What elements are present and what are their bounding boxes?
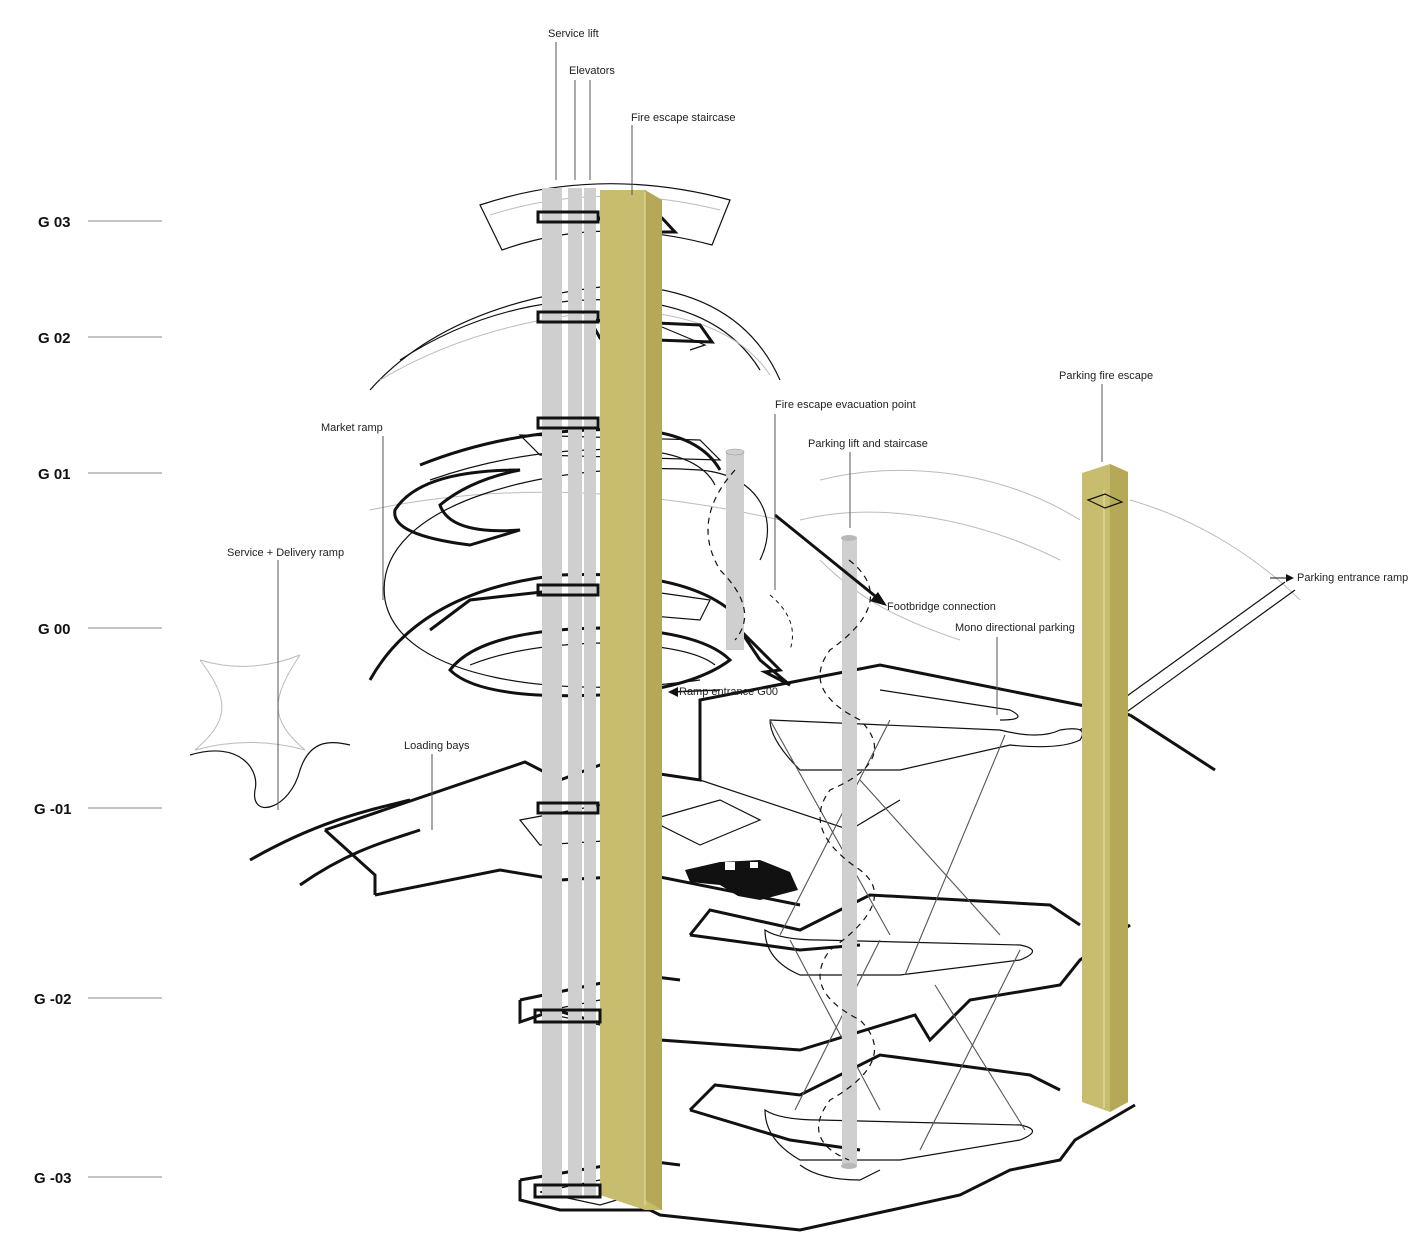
vertical-cores — [542, 188, 1128, 1210]
flow-arrows — [668, 513, 1294, 697]
parking-lift-staircase-column — [842, 538, 857, 1166]
level-label-g01: G 01 — [38, 466, 71, 483]
parking-ramp-bracing — [769, 719, 1026, 1151]
level-label-g00: G 00 — [38, 621, 71, 638]
callout-elevators: Elevators — [569, 65, 615, 77]
level-label-g-02: G -02 — [34, 991, 72, 1008]
callout-ramp-entrance-g00: Ramp entrance G00 — [679, 686, 778, 698]
parking-spiral-dashes — [707, 469, 876, 1161]
level-label-g03: G 03 — [38, 214, 71, 231]
callout-service-delivery-ramp: Service + Delivery ramp — [227, 547, 344, 559]
level-labels: G 03 G 02 G 01 G 00 G -01 G -02 G -03 — [34, 214, 162, 1187]
callout-leaders — [277, 42, 1103, 830]
callout-loading-bays: Loading bays — [404, 740, 470, 752]
service-lift-core — [542, 188, 562, 1198]
callout-parking-fire-escape: Parking fire escape — [1059, 370, 1153, 382]
core-floor-marks — [533, 210, 602, 1199]
callout-market-ramp: Market ramp — [321, 422, 383, 434]
level-label-g02: G 02 — [38, 330, 71, 347]
callout-service-lift: Service lift — [548, 28, 599, 40]
callout-footbridge-connection: Footbridge connection — [887, 601, 996, 613]
level-label-g-03: G -03 — [34, 1170, 72, 1187]
elevator-core-1 — [568, 188, 582, 1198]
callout-fire-escape-staircase: Fire escape staircase — [631, 112, 736, 124]
service-delivery-ramp — [189, 741, 421, 887]
level-label-g-01: G -01 — [34, 801, 72, 818]
callout-fire-escape-evacuation-point: Fire escape evacuation point — [775, 399, 916, 411]
callout-parking-entrance-ramp: Parking entrance ramp — [1297, 572, 1408, 584]
callout-mono-directional-parking: Mono directional parking — [955, 622, 1075, 634]
context-linework — [194, 469, 1301, 751]
floor-g-01 — [323, 663, 1216, 907]
fire-escape-evacuation-column — [726, 452, 744, 650]
callout-parking-lift-and-staircase: Parking lift and staircase — [808, 438, 928, 450]
callout-labels: Service lift Elevators Fire escape stair… — [227, 28, 1408, 752]
elevator-core-2 — [584, 188, 596, 1198]
